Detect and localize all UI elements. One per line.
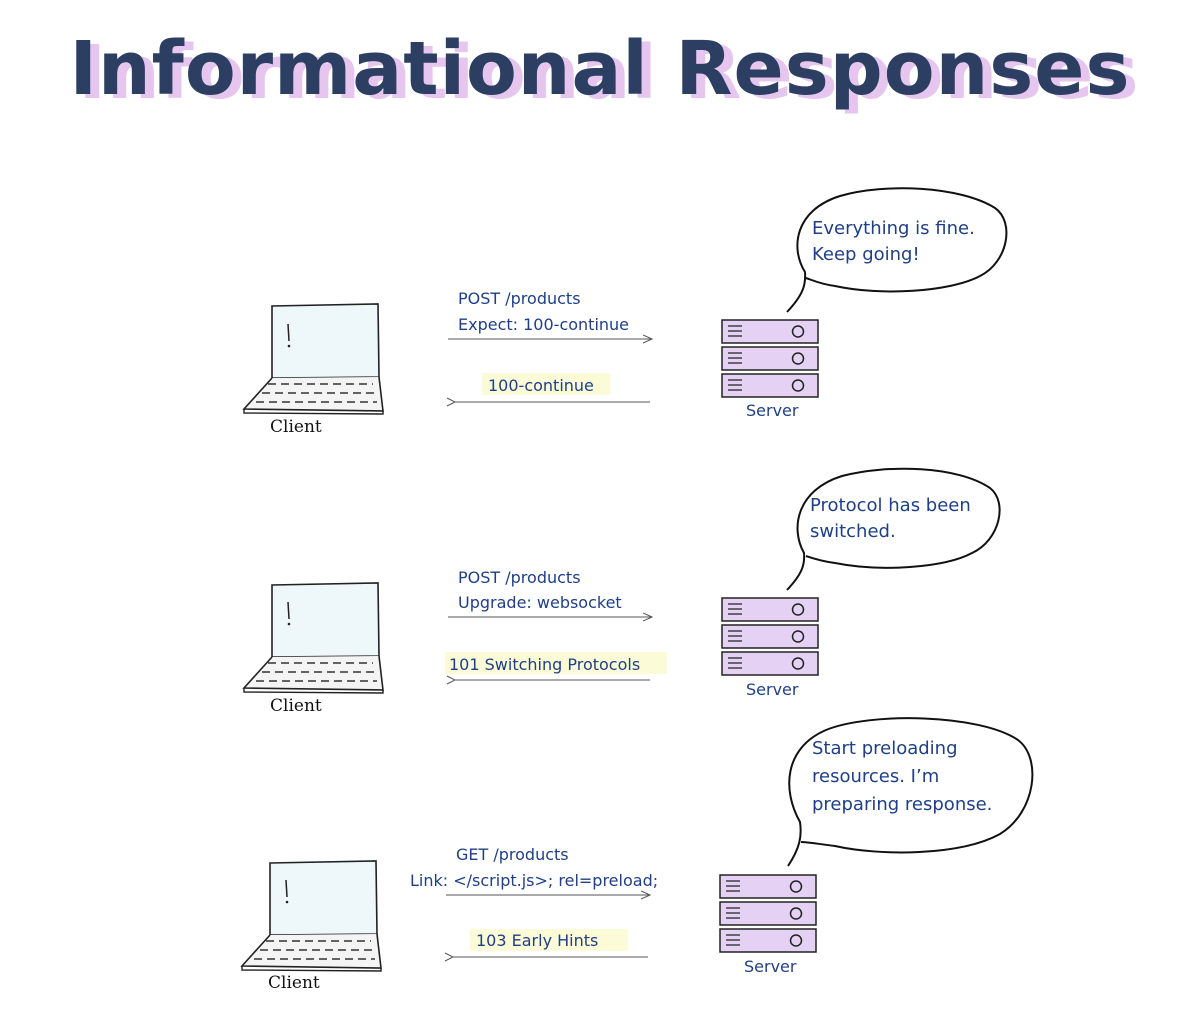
server-stack-icon bbox=[721, 597, 819, 676]
laptop-icon bbox=[242, 582, 384, 694]
server-stack-icon bbox=[721, 319, 819, 398]
response-label: 103 Early Hints bbox=[476, 931, 598, 950]
page-title: Informational Responses bbox=[69, 26, 1131, 112]
speech-bubble bbox=[786, 187, 1008, 313]
client-label: Client bbox=[268, 973, 320, 993]
server-label: Server bbox=[746, 401, 799, 420]
request-line-1: POST /products bbox=[458, 289, 581, 308]
request-line-1: GET /products bbox=[456, 845, 569, 864]
server-label: Server bbox=[746, 680, 799, 699]
bubble-line-3: preparing response. bbox=[812, 794, 992, 815]
bubble-line-2: resources. I’m bbox=[812, 766, 939, 787]
response-highlight bbox=[445, 652, 667, 674]
bubble-line-2: switched. bbox=[810, 521, 896, 542]
server-label: Server bbox=[744, 957, 797, 976]
bubble-line-1: Protocol has been bbox=[810, 495, 971, 516]
request-line-2: Expect: 100-continue bbox=[458, 315, 629, 334]
exchange-row-2: Client POST /products Upgrade: websocket… bbox=[242, 467, 1001, 716]
laptop-icon bbox=[242, 303, 384, 415]
bubble-line-1: Everything is fine. bbox=[812, 218, 975, 239]
exchange-row-1: Client POST /products Expect: 100-contin… bbox=[242, 187, 1008, 437]
title-block: Informational Responses Informational Re… bbox=[0, 18, 1200, 128]
exchange-row-3: Client GET /products Link: </script.js>;… bbox=[240, 717, 1034, 993]
request-line-2: Link: </script.js>; rel=preload; bbox=[410, 871, 658, 890]
bubble-line-2: Keep going! bbox=[812, 244, 920, 265]
client-label: Client bbox=[270, 417, 322, 437]
response-label: 100-continue bbox=[488, 376, 594, 395]
request-line-2: Upgrade: websocket bbox=[458, 593, 622, 612]
speech-bubble bbox=[787, 717, 1034, 867]
speech-bubble bbox=[786, 467, 1001, 591]
title-shadow: Informational Responses bbox=[78, 30, 1140, 116]
response-highlight bbox=[470, 929, 628, 951]
client-label: Client bbox=[270, 696, 322, 716]
request-line-1: POST /products bbox=[458, 568, 581, 587]
response-label: 101 Switching Protocols bbox=[449, 655, 640, 674]
bubble-line-1: Start preloading bbox=[812, 738, 958, 759]
response-highlight bbox=[482, 373, 610, 395]
server-stack-icon bbox=[719, 874, 817, 953]
laptop-icon bbox=[240, 860, 382, 972]
